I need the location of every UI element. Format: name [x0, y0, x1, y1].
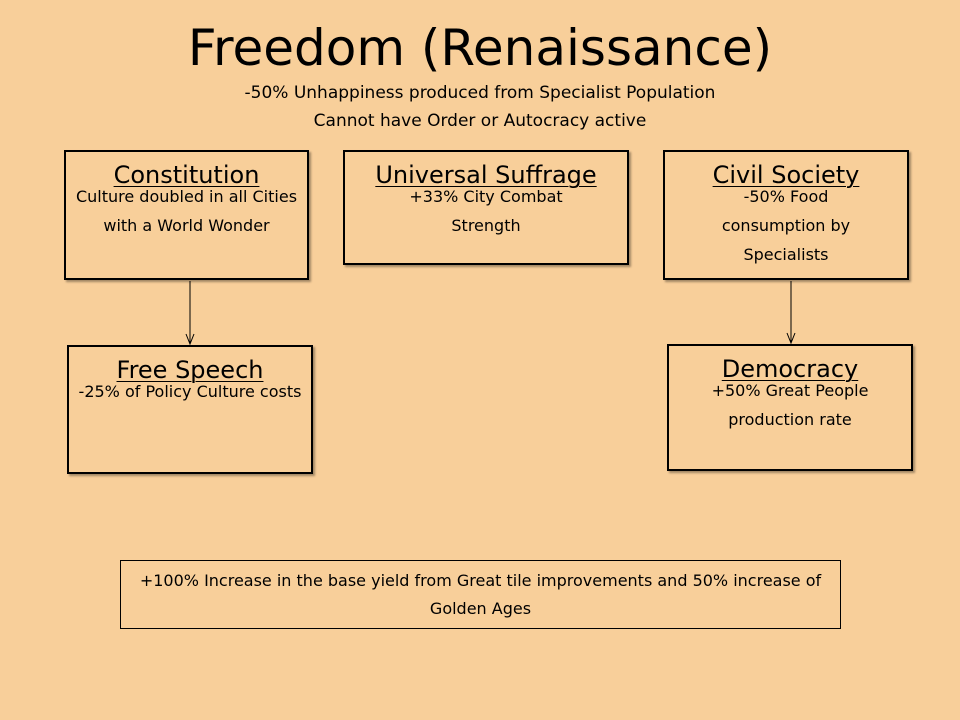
policy-name: Free Speech [116, 356, 264, 384]
policy-effect: Culture doubled in all Cities with a Wor… [75, 187, 298, 235]
slide-title: Freedom (Renaissance) [187, 19, 773, 77]
policy-card-free-speech: Free Speech -25% of Policy Culture costs [67, 345, 313, 474]
policy-card-constitution: Constitution Culture doubled in all Citi… [64, 150, 309, 280]
completion-bonus-box: +100% Increase in the base yield from Gr… [120, 560, 841, 629]
arrow-civil-society-to-democracy [786, 281, 796, 345]
policy-effect: -50% Food consumption by Specialists [721, 187, 851, 264]
policy-card-democracy: Democracy +50% Great People production r… [667, 344, 913, 471]
completion-bonus-text: +100% Increase in the base yield from Gr… [139, 571, 822, 618]
policy-card-universal-suffrage: Universal Suffrage +33% City Combat Stre… [343, 150, 629, 265]
policy-card-civil-society: Civil Society -50% Food consumption by S… [663, 150, 909, 280]
policy-effect: +33% City Combat Strength [409, 187, 563, 235]
policy-name: Democracy [721, 355, 859, 383]
policy-effect: +50% Great People production rate [711, 381, 869, 429]
policy-name: Civil Society [712, 161, 860, 189]
policy-name: Constitution [113, 161, 260, 189]
policy-effect: -25% of Policy Culture costs [78, 382, 302, 401]
arrow-constitution-to-free-speech [185, 281, 195, 346]
policy-name: Universal Suffrage [375, 161, 597, 189]
subtitle-line-1: -50% Unhappiness produced from Specialis… [244, 83, 716, 103]
subtitle-line-2: Cannot have Order or Autocracy active [313, 111, 647, 131]
